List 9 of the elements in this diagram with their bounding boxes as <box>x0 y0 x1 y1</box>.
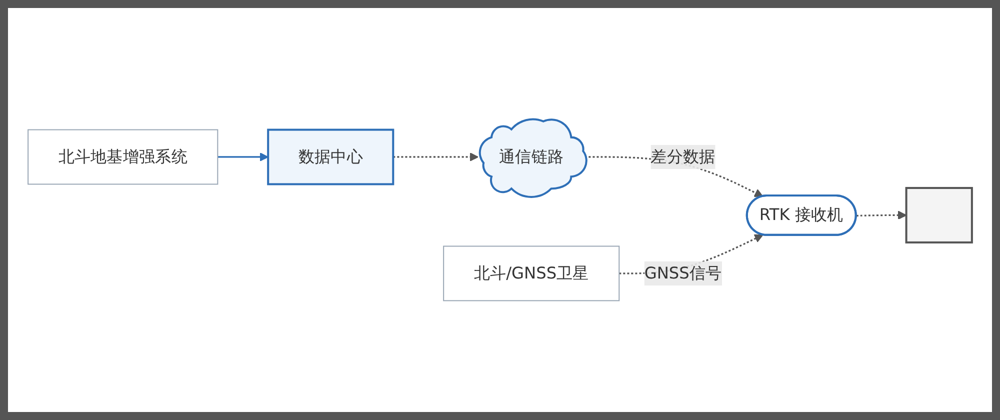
node-box: 北斗/GNSS卫星 <box>443 246 620 302</box>
node-box <box>905 186 973 244</box>
arrow <box>856 210 907 220</box>
edge-label: 差分数据 <box>650 146 716 166</box>
arrow <box>393 152 478 162</box>
node-box: 北斗地基增强系统 <box>28 129 218 185</box>
edge-label: GNSS信号 <box>644 263 722 283</box>
node-box: 数据中心 <box>267 128 394 186</box>
arrow <box>218 152 268 162</box>
